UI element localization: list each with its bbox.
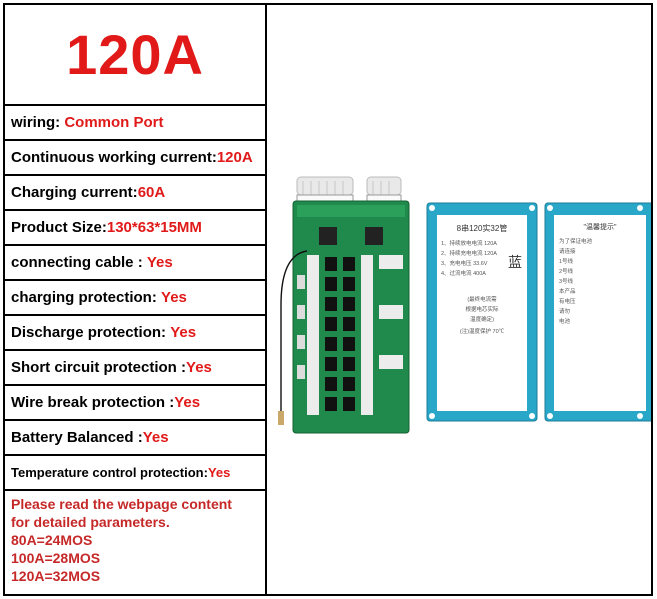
card1-side-char: 蓝 — [508, 254, 522, 270]
spec-value: Yes — [174, 394, 201, 411]
card1-line: 4、过流电流 400A — [441, 269, 486, 277]
card2-line: 3号线 — [559, 277, 574, 285]
card2-line: 1号线 — [559, 257, 574, 265]
spec-value: Yes — [142, 429, 169, 446]
spec-label: charging protection: — [11, 289, 157, 306]
card1-bottom-line: (注)温度保护 70℃ — [460, 327, 505, 335]
spec-value: Yes — [161, 289, 187, 306]
spec-value: 130*63*15MM — [106, 219, 202, 236]
bms-board — [278, 176, 410, 434]
card1-bottom-line: (最终电流需 — [467, 295, 497, 303]
note-line: 100A=28MOS — [11, 550, 101, 566]
insulation-card-1: 8串120实32管 1、持续放电电流 120A 2、持续充电电流 120A 3、… — [426, 202, 538, 422]
card2-line: 请连接 — [559, 247, 576, 255]
spec-row-product-size: Product Size:130*63*15MM — [5, 211, 265, 246]
spec-label: connecting cable : — [11, 254, 143, 271]
card1-line: 3、充电电压 33.6V — [441, 259, 488, 267]
model-title: 120A — [5, 5, 265, 106]
spec-label: Continuous working current: — [11, 149, 217, 166]
spec-label: Temperature control protection: — [11, 465, 208, 480]
spec-row-wire-break-protection: Wire break protection :Yes — [5, 386, 265, 421]
card2-line: 电池 — [559, 317, 571, 325]
spec-row-temperature-control: Temperature control protection:Yes — [5, 456, 265, 491]
spec-label: Discharge protection: — [11, 324, 167, 341]
note-line: Please read the webpage content — [11, 496, 232, 512]
spec-label: wiring: — [11, 114, 61, 131]
spec-row-connecting-cable: connecting cable : Yes — [5, 246, 265, 281]
card2-line: 2号线 — [559, 267, 574, 275]
insulation-card-2: "温馨提示" 为了保证电池 请连接 1号线 2号线 3号线 本产品 有电压 请勿… — [544, 202, 656, 422]
card2-line: 有电压 — [559, 297, 576, 305]
spec-row-charging-current: Charging current:60A — [5, 176, 265, 211]
spec-row-continuous-current: Continuous working current:120A — [5, 141, 265, 176]
card1-line: 2、持续充电电流 120A — [441, 249, 497, 257]
spec-row-battery-balanced: Battery Balanced :Yes — [5, 421, 265, 456]
spec-table: 120A wiring: Common Port Continuous work… — [5, 5, 267, 594]
card1-bottom-line: 根据电芯实际 — [465, 305, 499, 313]
card1-title: 8串120实32管 — [457, 223, 508, 233]
spec-value: 60A — [137, 184, 166, 201]
note-line: 120A=32MOS — [11, 568, 101, 584]
spec-label: Short circuit protection : — [11, 359, 187, 376]
spec-value: 120A — [216, 149, 253, 166]
product-image-area: 8串120实32管 1、持续放电电流 120A 2、持续充电电流 120A 3、… — [267, 5, 656, 594]
card1-line: 1、持续放电电流 120A — [441, 239, 497, 247]
card2-line: 为了保证电池 — [559, 237, 593, 245]
spec-label: Charging current: — [11, 184, 138, 201]
spec-value: Yes — [186, 359, 212, 376]
card2-line: 本产品 — [559, 287, 576, 295]
product-image: 8串120实32管 1、持续放电电流 120A 2、持续充电电流 120A 3、… — [278, 176, 656, 434]
spec-label: Battery Balanced : — [11, 429, 143, 446]
spec-value: Common Port — [64, 114, 164, 131]
spec-value: Yes — [146, 254, 173, 271]
card2-line: 请勿 — [559, 307, 571, 315]
product-info-panel: 120A wiring: Common Port Continuous work… — [3, 3, 656, 596]
note-line: 80A=24MOS — [11, 532, 93, 548]
spec-row-wiring: wiring: Common Port — [5, 106, 265, 141]
note-line: for detailed parameters. — [11, 514, 170, 530]
spec-row-charging-protection: charging protection: Yes — [5, 281, 265, 316]
card2-title: "温馨提示" — [584, 222, 617, 231]
spec-value: Yes — [170, 324, 197, 341]
spec-row-discharge-protection: Discharge protection: Yes — [5, 316, 265, 351]
notes-block: Please read the webpage content for deta… — [5, 491, 265, 589]
spec-value: Yes — [207, 465, 231, 480]
spec-row-short-circuit-protection: Short circuit protection :Yes — [5, 351, 265, 386]
spec-label: Wire break protection : — [11, 394, 175, 411]
spec-label: Product Size: — [11, 219, 107, 236]
card1-bottom-line: 温度确定) — [470, 315, 494, 323]
